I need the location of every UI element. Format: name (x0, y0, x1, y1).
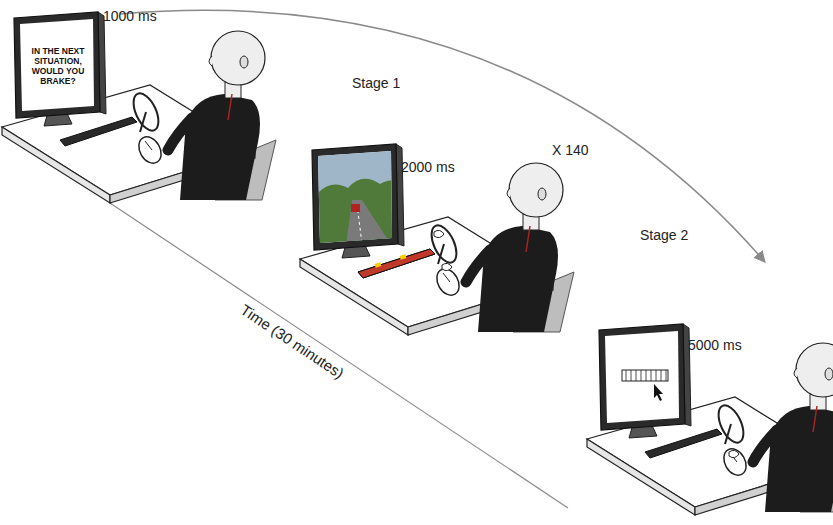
sky (315, 148, 395, 246)
scene-2 (300, 144, 574, 335)
annotation-label: Stage 1 (352, 76, 400, 91)
scene-3 (587, 324, 833, 515)
annotation-label: 2000 ms (401, 160, 455, 175)
brake-light-bar (358, 249, 435, 278)
road (346, 200, 392, 246)
annotation-label: X 140 (552, 143, 589, 158)
annotation-label: Stage 2 (640, 228, 688, 243)
vehicle (351, 204, 360, 212)
indicator-light (375, 262, 382, 268)
rating-scale (622, 370, 668, 381)
scale-ticks (626, 370, 666, 381)
mouse-cursor (654, 384, 663, 401)
screen-message: IN THE NEXT SITUATION, WOULD YOU BRAKE? (24, 47, 92, 86)
trees (315, 179, 395, 246)
hand (442, 263, 452, 270)
axis-label: Time (30 minutes) (237, 302, 346, 382)
hand (729, 450, 739, 457)
scene-1 (2, 12, 276, 203)
annotation-label: 1000 ms (103, 9, 157, 24)
hand (434, 230, 444, 237)
annotation-label: 5000 ms (688, 338, 742, 353)
road-video (315, 148, 395, 246)
indicator-light (400, 254, 407, 260)
screen-text: IN THE NEXT SITUATION, WOULD YOU BRAKE? (24, 47, 92, 86)
